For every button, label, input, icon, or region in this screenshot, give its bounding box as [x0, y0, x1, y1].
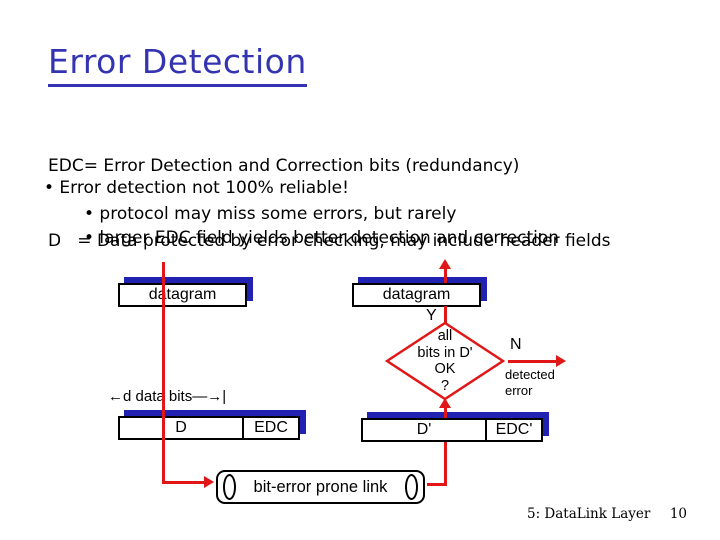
- no-branch-line: [508, 360, 558, 363]
- link-to-receiver-line: [427, 483, 447, 486]
- sub-bullet-protocol: • protocol may miss some errors, but rar…: [84, 204, 457, 224]
- cylinder-left-cap-icon: [223, 474, 236, 500]
- frame-to-decision-line: [444, 407, 447, 418]
- receiver-data-field: D': [363, 420, 487, 440]
- sub-bullet-larger-edc: • larger EDC field yields better detecti…: [84, 228, 560, 248]
- decision-to-datagram-line: [444, 306, 447, 324]
- decision-text: all bits in D' OK ?: [385, 328, 505, 394]
- slide-title: Error Detection: [48, 42, 307, 87]
- detected-error-line-2: error: [505, 383, 533, 398]
- sub-bullet-list: • protocol may miss some errors, but rar…: [84, 202, 559, 250]
- datagram-up-line: [444, 268, 447, 283]
- sender-edc-field: EDC: [254, 419, 288, 436]
- footer-page-number: 10: [669, 506, 687, 522]
- yes-branch-label: Y: [426, 307, 437, 324]
- sender-flow-line: [162, 262, 165, 483]
- sender-datagram-box: datagram: [118, 283, 247, 307]
- arrow-right-no-branch-icon: [556, 355, 566, 367]
- decision-line-2: bits in D': [417, 344, 473, 361]
- receiver-rise-line: [444, 442, 447, 486]
- definition-line-d: D = Data protected by error checking, ma…: [48, 231, 611, 251]
- no-branch-label: N: [510, 336, 522, 353]
- footer-chapter-label: 5: DataLink Layer: [527, 506, 651, 522]
- receiver-datagram-label: datagram: [382, 286, 451, 303]
- receiver-edc-field: EDC': [495, 421, 533, 438]
- receiver-frame-box: D' EDC': [361, 418, 543, 442]
- link-cylinder: bit-error prone link: [216, 470, 425, 504]
- decision-line-3: OK: [434, 361, 456, 377]
- definition-line-edc: EDC= Error Detection and Correction bits…: [48, 156, 520, 176]
- arrow-up-out-icon: [439, 259, 451, 269]
- arrow-up-into-decision-icon: [439, 398, 451, 408]
- sender-frame-box: D EDC: [118, 416, 300, 440]
- decision-line-4: ?: [440, 377, 450, 394]
- cylinder-right-cap-icon: [405, 474, 418, 500]
- slide-footer: 5: DataLink Layer 10: [527, 506, 687, 522]
- sender-to-link-line: [162, 481, 206, 484]
- sender-datagram-label: datagram: [148, 286, 217, 303]
- d-data-bits-measure: ←d data bits—→|: [108, 388, 227, 405]
- definition-block: EDC= Error Detection and Correction bits…: [48, 104, 611, 304]
- detected-error-label: detected error: [505, 367, 555, 399]
- link-label: bit-error prone link: [253, 477, 388, 496]
- detected-error-line-1: detected: [505, 367, 555, 382]
- receiver-datagram-box: datagram: [352, 283, 481, 307]
- decision-line-1: all: [437, 328, 453, 344]
- arrow-right-into-link-icon: [204, 476, 214, 488]
- sender-data-field: D: [120, 418, 244, 438]
- bullet-reliability: • Error detection not 100% reliable!: [44, 178, 349, 198]
